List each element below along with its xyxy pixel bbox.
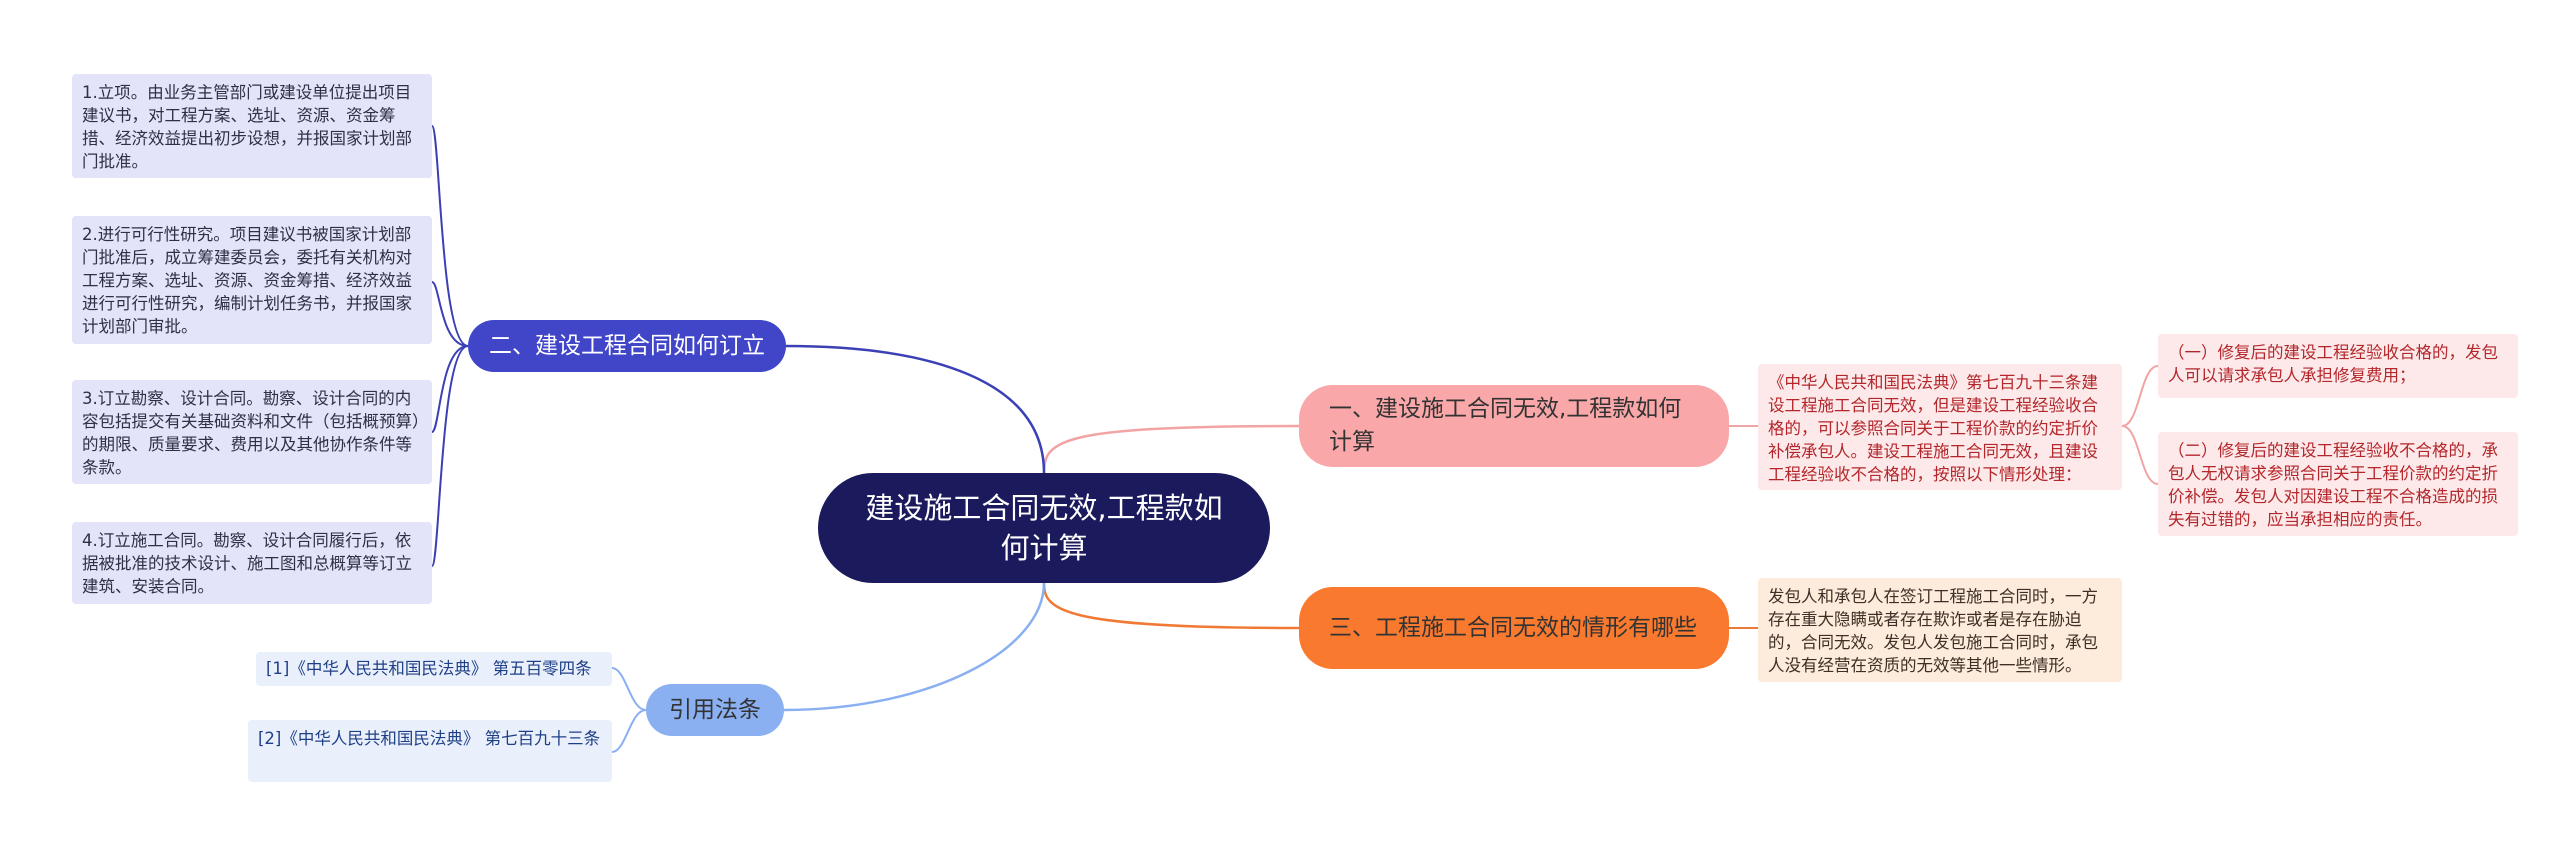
branch-calc[interactable]: 一、建设施工合同无效,工程款如何计算	[1299, 385, 1729, 467]
sign-step-node[interactable]: 3.订立勘察、设计合同。勘察、设计合同的内容包括提交有关基础资料和文件（包括概预…	[72, 380, 432, 484]
branch-sign-title: 二、建设工程合同如何订立	[489, 332, 765, 359]
branch-sign[interactable]: 二、建设工程合同如何订立	[468, 320, 786, 372]
branch-invalid[interactable]: 三、工程施工合同无效的情形有哪些	[1299, 587, 1729, 669]
branch-laws[interactable]: 引用法条	[646, 684, 784, 736]
branch-laws-title: 引用法条	[669, 696, 761, 723]
root-title: 建设施工合同无效,工程款如何计算	[865, 491, 1223, 565]
calc-summary-text: 《中华人民共和国民法典》第七百九十三条建设工程施工合同无效，但是建设工程经验收合…	[1768, 373, 2098, 484]
sign-step-text: 1.立项。由业务主管部门或建设单位提出项目建议书，对工程方案、选址、资源、资金筹…	[82, 83, 412, 171]
law-item-text: [2]《中华人民共和国民法典》 第七百九十三条	[258, 729, 601, 748]
sign-step-node[interactable]: 2.进行可行性研究。项目建议书被国家计划部门批准后，成立筹建委员会，委托有关机构…	[72, 216, 432, 344]
branch-calc-title: 一、建设施工合同无效,工程款如何计算	[1329, 396, 1682, 455]
law-item-node[interactable]: [2]《中华人民共和国民法典》 第七百九十三条	[248, 720, 612, 782]
root-node[interactable]: 建设施工合同无效,工程款如何计算	[818, 473, 1270, 583]
sign-step-text: 4.订立施工合同。勘察、设计合同履行后，依据被批准的技术设计、施工图和总概算等订…	[82, 531, 412, 596]
calc-detail-node[interactable]: （一）修复后的建设工程经验收合格的，发包人可以请求承包人承担修复费用；	[2158, 334, 2518, 398]
sign-step-node[interactable]: 1.立项。由业务主管部门或建设单位提出项目建议书，对工程方案、选址、资源、资金筹…	[72, 74, 432, 178]
calc-detail-text: （二）修复后的建设工程经验收不合格的，承包人无权请求参照合同关于工程价款的约定折…	[2168, 441, 2498, 529]
law-item-text: [1]《中华人民共和国民法典》 第五百零四条	[266, 659, 592, 678]
sign-step-node[interactable]: 4.订立施工合同。勘察、设计合同履行后，依据被批准的技术设计、施工图和总概算等订…	[72, 522, 432, 604]
invalid-detail-text: 发包人和承包人在签订工程施工合同时，一方存在重大隐瞒或者存在欺诈或者是存在胁迫的…	[1768, 587, 2098, 675]
calc-detail-node[interactable]: （二）修复后的建设工程经验收不合格的，承包人无权请求参照合同关于工程价款的约定折…	[2158, 432, 2518, 536]
invalid-detail-node[interactable]: 发包人和承包人在签订工程施工合同时，一方存在重大隐瞒或者存在欺诈或者是存在胁迫的…	[1758, 578, 2122, 682]
sign-step-text: 2.进行可行性研究。项目建议书被国家计划部门批准后，成立筹建委员会，委托有关机构…	[82, 225, 412, 336]
calc-summary-node[interactable]: 《中华人民共和国民法典》第七百九十三条建设工程施工合同无效，但是建设工程经验收合…	[1758, 364, 2122, 490]
sign-step-text: 3.订立勘察、设计合同。勘察、设计合同的内容包括提交有关基础资料和文件（包括概预…	[82, 389, 421, 477]
law-item-node[interactable]: [1]《中华人民共和国民法典》 第五百零四条	[256, 652, 612, 686]
branch-invalid-title: 三、工程施工合同无效的情形有哪些	[1329, 614, 1697, 641]
calc-detail-text: （一）修复后的建设工程经验收合格的，发包人可以请求承包人承担修复费用；	[2168, 343, 2498, 385]
